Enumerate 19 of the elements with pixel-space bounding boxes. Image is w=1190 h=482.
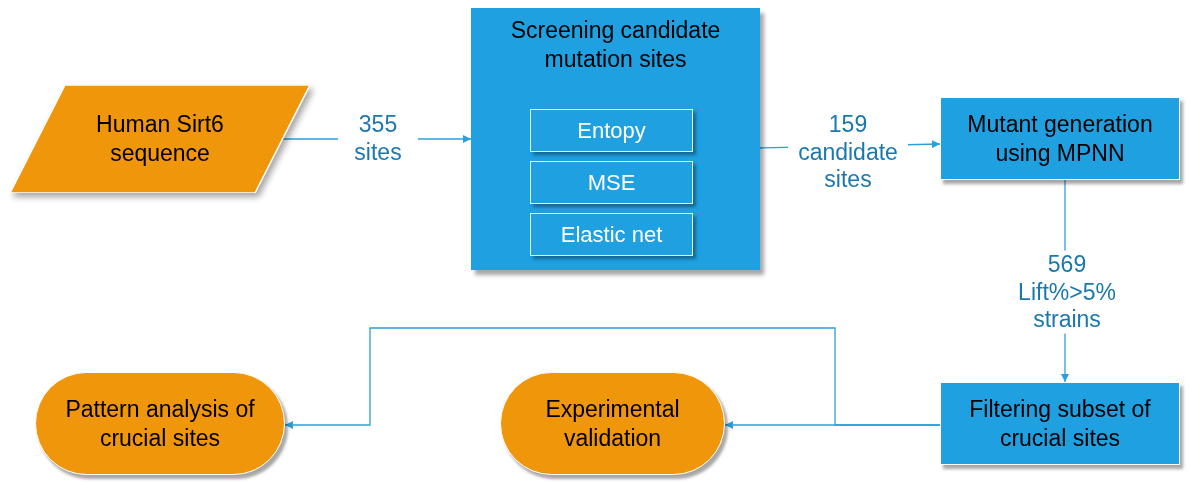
node-text: MSE xyxy=(587,168,636,197)
arrow xyxy=(284,327,941,429)
node-text: Human Sirt6 sequence xyxy=(96,111,224,166)
process-box xyxy=(940,97,1180,180)
node-text: Entopy xyxy=(577,116,646,145)
process-box xyxy=(940,382,1180,465)
process-box xyxy=(471,8,760,270)
node-text: Pattern analysis of crucial sites xyxy=(64,394,256,453)
method-box xyxy=(530,213,693,256)
node-text: Filtering subset of crucial sites xyxy=(968,394,1152,453)
input-parallelogram xyxy=(10,85,310,193)
node-text: Mutant generation using MPNN xyxy=(966,109,1154,168)
node-text: Screening candidate mutation sites xyxy=(510,17,721,72)
terminal-pill xyxy=(35,372,285,475)
node-text: Experimental validation xyxy=(544,394,681,453)
terminal-pill xyxy=(500,372,725,475)
method-box xyxy=(530,109,693,152)
node-text: Elastic net xyxy=(560,220,663,249)
method-box xyxy=(530,161,693,204)
